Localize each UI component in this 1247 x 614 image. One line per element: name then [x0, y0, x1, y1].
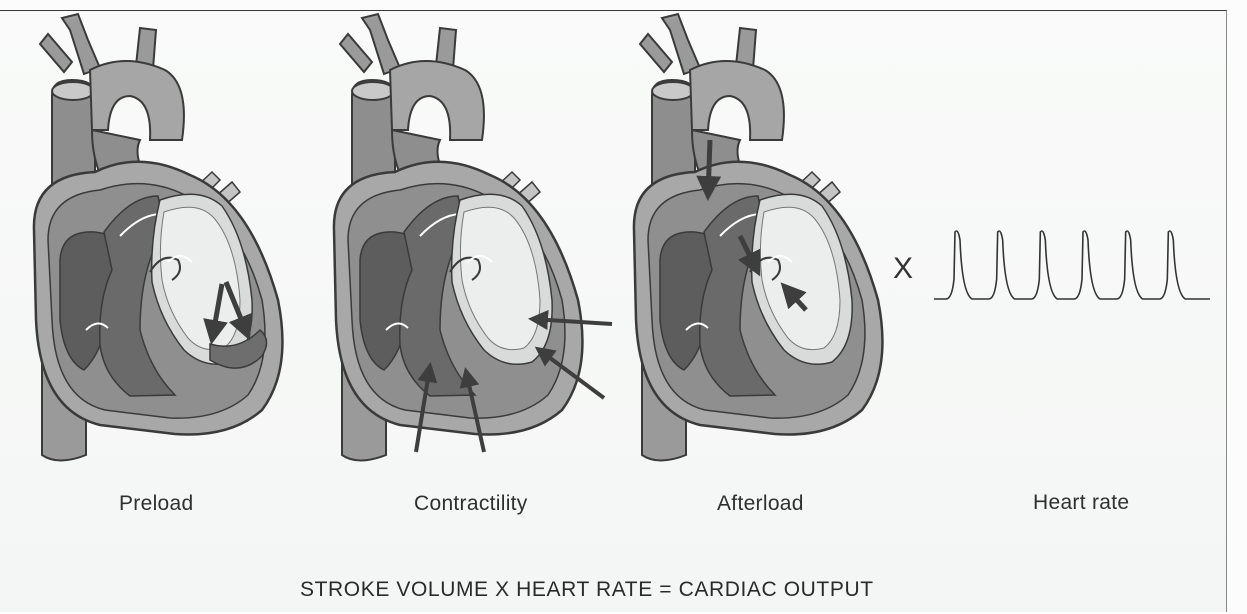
- heart-contractility: [334, 14, 612, 461]
- caption-afterload: Afterload: [717, 492, 804, 516]
- heart-afterload: [634, 14, 883, 461]
- caption-contractility: Contractility: [414, 492, 528, 516]
- multiply-sign: X: [893, 252, 913, 286]
- caption-heart-rate: Heart rate: [1033, 491, 1129, 515]
- heart-preload: [34, 14, 283, 461]
- cardiac-output-equation: STROKE VOLUME X HEART RATE = CARDIAC OUT…: [300, 578, 874, 602]
- caption-preload: Preload: [119, 492, 193, 516]
- heart-rate-trace: [934, 231, 1210, 299]
